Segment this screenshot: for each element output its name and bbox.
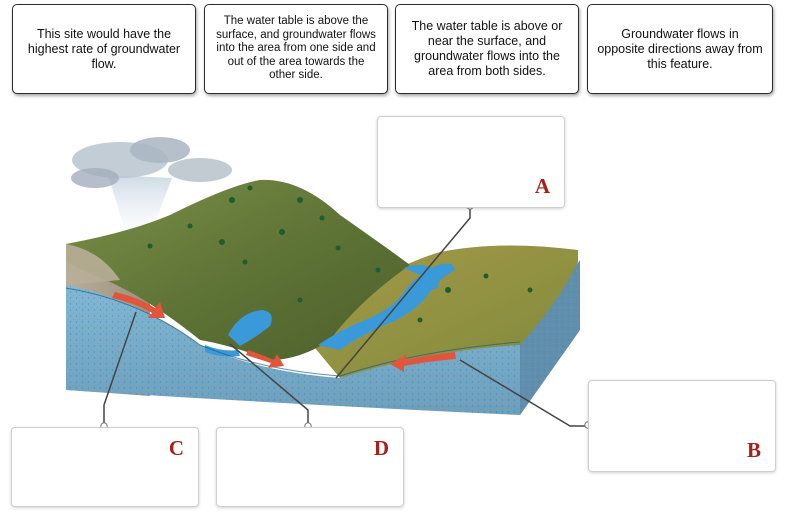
mountain xyxy=(66,179,410,360)
answer-card-highest-flow[interactable]: This site would have the highest rate of… xyxy=(12,4,196,94)
drop-target-d[interactable]: D xyxy=(216,427,404,507)
answer-card-opposite-directions[interactable]: Groundwater flows in opposite directions… xyxy=(587,4,773,94)
leader-lines xyxy=(103,206,588,427)
answer-card-both-sides[interactable]: The water table is above or near the sur… xyxy=(395,4,579,94)
drop-target-c[interactable]: C xyxy=(11,427,199,507)
target-label-b: B xyxy=(746,438,761,462)
rain-cloud xyxy=(71,137,232,240)
surface-water xyxy=(205,263,455,357)
answer-card-text: This site would have the highest rate of… xyxy=(27,26,181,71)
groundwater-flow-arrows xyxy=(112,292,456,372)
right-lowland xyxy=(300,245,578,378)
answer-card-text: Groundwater flows in opposite directions… xyxy=(597,26,763,71)
answer-card-text: The water table is above or near the sur… xyxy=(411,19,563,78)
trees xyxy=(147,185,533,323)
answer-card-flow-through[interactable]: The water table is above the surface, an… xyxy=(204,4,388,94)
target-label-c: C xyxy=(168,436,184,460)
drop-target-b[interactable]: B xyxy=(588,380,776,472)
drop-target-a[interactable]: A xyxy=(377,116,565,208)
subsurface-block xyxy=(66,244,580,415)
target-label-a: A xyxy=(534,174,550,198)
target-label-d: D xyxy=(373,436,389,460)
answer-card-text: The water table is above the surface, an… xyxy=(216,15,376,82)
